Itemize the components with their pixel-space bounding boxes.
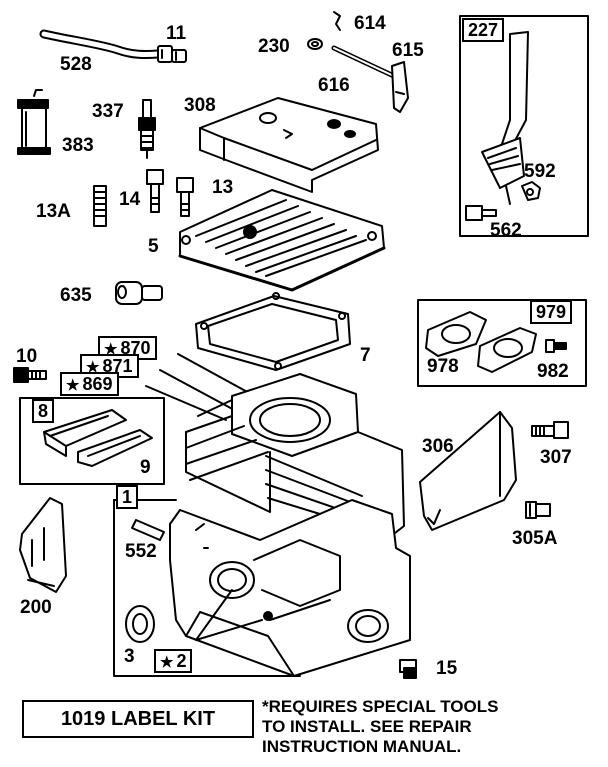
part-label-7: 7 [360,345,371,366]
intake-gasket-group-box-979 [417,299,587,387]
group-label-979: 979 [530,300,573,324]
group-label-1: 1 [116,485,139,509]
breather-tube-part-528 [39,29,163,59]
kit-label-2: ★2 [154,649,193,673]
governor-group-box-227 [459,15,589,237]
part-label-11: 11 [166,23,187,44]
part-label-635: 635 [60,285,92,306]
part-label-14: 14 [119,189,141,210]
cylinder-shield-part-306 [419,411,517,531]
fitting-part-11 [157,45,187,63]
part-label-528: 528 [60,54,92,75]
part-label-616: 616 [318,75,350,96]
kit-number-871: 871 [102,356,133,376]
part-label-15: 15 [436,658,458,679]
special-tools-note: *REQUIRES SPECIAL TOOLS TO INSTALL. SEE … [262,697,498,757]
part-label-614: 614 [354,13,386,34]
kit-number-870: 870 [120,338,151,358]
part-label-308: 308 [184,95,216,116]
washer-part-230 [307,38,323,50]
kit-number-2: 2 [176,651,187,671]
part-label-592: 592 [524,161,556,182]
link-part-615 [391,61,409,113]
part-label-9: 9 [140,457,151,478]
bolt-part-14 [146,169,164,213]
part-label-230: 230 [258,36,290,57]
ignition-armature-part-383 [17,89,51,155]
cylinder-head-part-5 [178,189,386,292]
breather-group-box-8 [19,397,165,485]
part-label-982: 982 [537,361,569,382]
star-icon: ★ [66,377,80,394]
bolt-part-13 [176,177,194,217]
part-label-562: 562 [490,220,522,241]
air-guide-part-200 [19,497,67,593]
kit-label-871: ★871 [80,354,139,378]
part-label-615: 615 [392,40,424,61]
kit-number-869: 869 [82,374,113,394]
note-line-1: *REQUIRES SPECIAL TOOLS [262,697,499,716]
star-icon: ★ [86,359,100,376]
label-kit-box: 1019 LABEL KIT [22,700,254,738]
part-label-5: 5 [148,236,159,257]
screw-part-305A [525,501,551,519]
group-label-227: 227 [462,18,505,42]
note-line-2: TO INSTALL. SEE REPAIR [262,717,472,736]
part-label-383: 383 [62,135,94,156]
bushing-leader-lines [195,589,263,641]
part-label-13: 13 [212,177,234,198]
part-label-305A: 305A [512,528,558,549]
part-label-978: 978 [427,356,459,377]
drain-plug-part-15 [399,659,417,679]
part-label-337: 337 [92,101,124,122]
dowel-pin-part-552 [131,519,165,541]
cylinder-block-part-1 [169,373,411,677]
star-icon: ★ [160,654,174,671]
kit-label-869: ★869 [60,372,119,396]
oil-seal-part-3 [125,605,155,643]
part-label-3: 3 [124,646,135,667]
note-line-3: INSTRUCTION MANUAL. [262,737,462,756]
part-label-307: 307 [540,447,572,468]
stud-part-13A [93,185,107,227]
star-icon: ★ [104,341,118,358]
part-label-10: 10 [16,346,38,367]
part-label-13A: 13A [36,201,71,222]
part-label-200: 200 [20,597,52,618]
head-gasket-part-7 [195,292,351,371]
screw-part-10 [13,367,47,383]
clip-part-614 [333,11,341,31]
part-label-306: 306 [422,436,454,457]
cylinder-head-shield-part-308 [199,97,379,193]
spark-plug-boot-part-635 [115,281,163,305]
part-label-552: 552 [125,541,157,562]
group-label-8: 8 [32,399,55,423]
spark-plug-part-337 [138,99,156,159]
screw-part-307 [531,421,569,439]
rod-part-616 [331,45,401,81]
